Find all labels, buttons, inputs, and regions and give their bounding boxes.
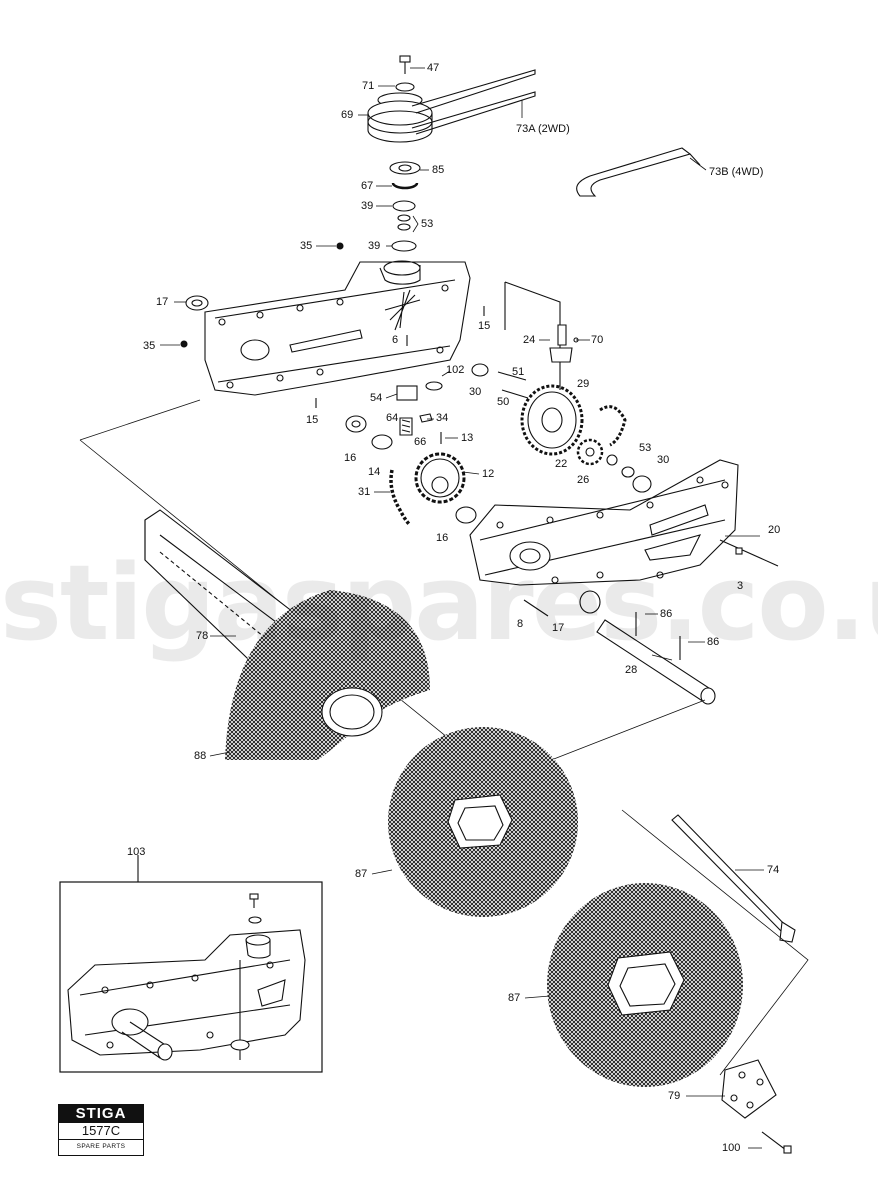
stiga-logo: STIGA bbox=[59, 1105, 143, 1123]
callout-102: 102 bbox=[446, 364, 465, 376]
callout-51: 51 bbox=[512, 366, 525, 378]
callout-14: 14 bbox=[368, 466, 381, 478]
callout-28: 28 bbox=[625, 664, 638, 676]
callout-88: 88 bbox=[194, 750, 207, 762]
callout-20: 20 bbox=[768, 524, 781, 536]
callout-71: 71 bbox=[362, 80, 375, 92]
sweeper-brush-lower bbox=[547, 883, 743, 1087]
callout-67: 67 bbox=[361, 180, 374, 192]
inset-alternative-gearbox bbox=[59, 855, 323, 1073]
gearbox-housing-upper bbox=[180, 260, 485, 408]
callout-86-lower: 86 bbox=[707, 636, 720, 648]
callout-73b: 73B (4WD) bbox=[709, 166, 764, 178]
callout-34: 34 bbox=[436, 412, 449, 424]
callout-39-lower: 39 bbox=[368, 240, 381, 252]
drive-belt-4wd bbox=[576, 147, 701, 197]
callout-15-upper: 15 bbox=[478, 320, 491, 332]
callout-3: 3 bbox=[737, 580, 744, 592]
callout-73a: 73A (2WD) bbox=[516, 123, 570, 135]
callout-87-lower: 87 bbox=[508, 992, 521, 1004]
callout-31: 31 bbox=[358, 486, 371, 498]
callout-47: 47 bbox=[427, 62, 440, 74]
callout-74: 74 bbox=[767, 864, 780, 876]
callout-22: 22 bbox=[555, 458, 568, 470]
callout-30-lower: 30 bbox=[657, 454, 670, 466]
callout-12: 12 bbox=[482, 468, 495, 480]
leader-lines bbox=[160, 67, 764, 1149]
callout-8: 8 bbox=[517, 618, 524, 630]
drive-sprocket-large bbox=[520, 384, 627, 456]
chain-sprocket bbox=[389, 452, 477, 527]
callout-35-left: 35 bbox=[143, 340, 156, 352]
pulley-assembly bbox=[367, 55, 433, 143]
callout-66: 66 bbox=[414, 436, 427, 448]
callout-103: 103 bbox=[127, 846, 146, 858]
callout-53-lower: 53 bbox=[639, 442, 652, 454]
drive-sprocket-small bbox=[576, 438, 652, 493]
bearings-and-pins bbox=[345, 363, 529, 450]
callout-6: 6 bbox=[392, 334, 399, 346]
callout-69: 69 bbox=[341, 109, 354, 121]
spare-parts-caption: SPARE PARTS bbox=[76, 1143, 126, 1150]
stiga-brand-block: STIGA 1577C SPARE PARTS bbox=[58, 1104, 144, 1156]
sweeper-brush-upper bbox=[388, 727, 578, 917]
callout-17-lower: 17 bbox=[552, 622, 565, 634]
callout-35-upper: 35 bbox=[300, 240, 313, 252]
callout-29: 29 bbox=[577, 378, 590, 390]
callout-15-lower: 15 bbox=[306, 414, 319, 426]
callout-24: 24 bbox=[523, 334, 536, 346]
callout-78: 78 bbox=[196, 630, 209, 642]
pinion-shaft bbox=[504, 281, 579, 390]
callout-17-upper: 17 bbox=[156, 296, 169, 308]
callout-50: 50 bbox=[497, 396, 510, 408]
callout-26: 26 bbox=[577, 474, 590, 486]
callout-53-upper: 53 bbox=[421, 218, 434, 230]
tie-rod bbox=[621, 809, 809, 1076]
end-plate bbox=[721, 1059, 792, 1154]
callout-13: 13 bbox=[461, 432, 474, 444]
watermark: stigaspares.co.uk bbox=[0, 542, 878, 664]
gearbox-housing-lower bbox=[469, 459, 779, 617]
callout-16-lower: 16 bbox=[436, 532, 449, 544]
callout-100: 100 bbox=[722, 1142, 741, 1154]
bearing-stack bbox=[336, 161, 421, 252]
diagram-code: 1577C bbox=[59, 1123, 143, 1140]
callout-54: 54 bbox=[370, 392, 383, 404]
callout-86-upper: 86 bbox=[660, 608, 673, 620]
callout-85: 85 bbox=[432, 164, 445, 176]
callout-70: 70 bbox=[591, 334, 604, 346]
drive-belt-2wd bbox=[411, 69, 536, 135]
callout-64: 64 bbox=[386, 412, 399, 424]
callout-30-upper: 30 bbox=[469, 386, 482, 398]
callout-39-upper: 39 bbox=[361, 200, 374, 212]
callout-79: 79 bbox=[668, 1090, 681, 1102]
callout-16-upper: 16 bbox=[344, 452, 357, 464]
sweeper-brush-half bbox=[225, 590, 430, 760]
callout-87-upper: 87 bbox=[355, 868, 368, 880]
